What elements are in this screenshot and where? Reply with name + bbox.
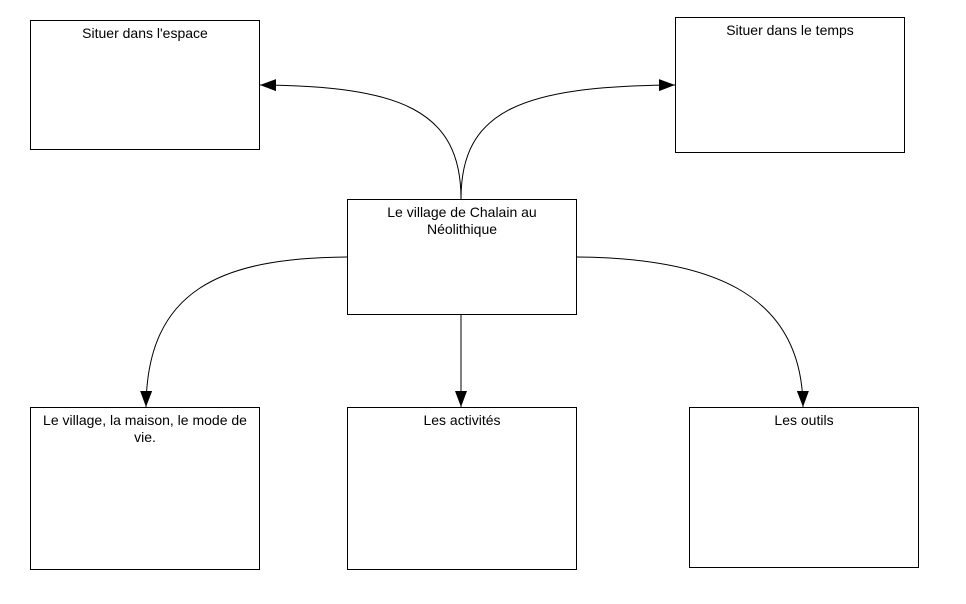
box-situer-espace: Situer dans l'espace bbox=[30, 20, 260, 150]
box-situer-temps: Situer dans le temps bbox=[675, 17, 905, 153]
box-label-espace: Situer dans l'espace bbox=[82, 25, 208, 41]
box-label-outils: Les outils bbox=[774, 412, 834, 428]
arrow-center-to-village bbox=[140, 256, 348, 408]
arrow-center-to-time bbox=[460, 79, 676, 200]
box-village-mode-de-vie: Le village, la maison, le mode de vie. bbox=[30, 407, 260, 570]
box-outils: Les outils bbox=[689, 407, 919, 568]
box-label-village: Le village, la maison, le mode de vie. bbox=[43, 412, 247, 445]
arrow-center-to-tools bbox=[576, 256, 809, 408]
central-topic-label: Le village de Chalain au Néolithique bbox=[387, 204, 537, 237]
box-label-activites: Les activités bbox=[423, 412, 501, 428]
box-central-topic: Le village de Chalain au Néolithique bbox=[347, 199, 577, 315]
box-activites: Les activités bbox=[347, 407, 577, 570]
box-label-temps: Situer dans le temps bbox=[726, 22, 854, 38]
arrow-center-to-space bbox=[259, 79, 462, 200]
